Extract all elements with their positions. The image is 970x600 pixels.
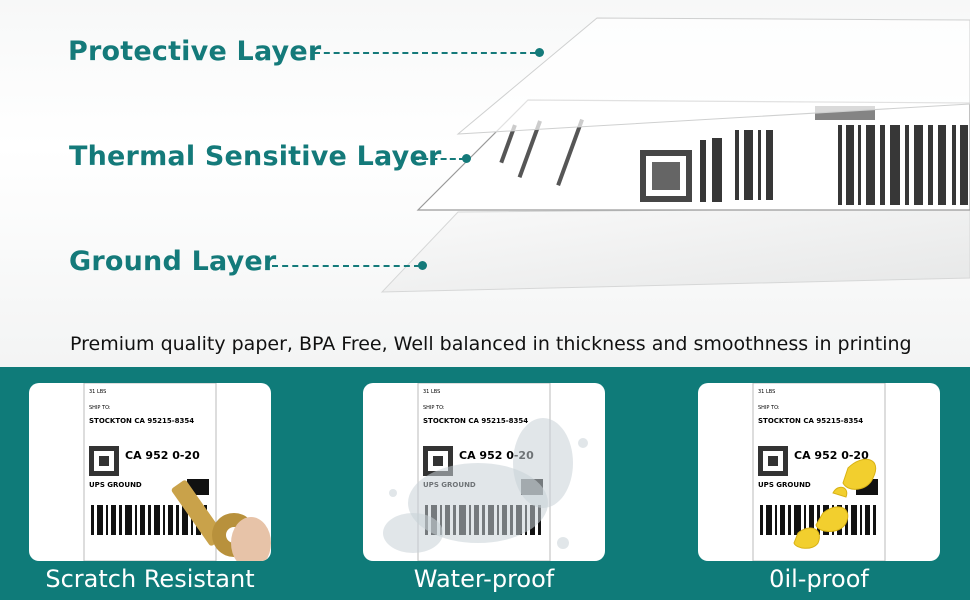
label-city: STOCKTON CA 95215-8354 bbox=[758, 417, 863, 425]
oil-drops-graphic bbox=[793, 458, 877, 549]
protective-layer-label: Protective Layer bbox=[68, 36, 322, 67]
feature-card-water: 31 LBS SHIP TO: STOCKTON CA 95215-8354 C… bbox=[363, 383, 605, 561]
label-city: STOCKTON CA 95215-8354 bbox=[423, 417, 528, 425]
thermal-layer-print bbox=[499, 106, 968, 205]
protective-layer-dot bbox=[535, 48, 544, 57]
label-service: UPS GROUND bbox=[758, 481, 811, 489]
protective-layer-leader bbox=[314, 52, 536, 54]
ground-layer-label: Ground Layer bbox=[69, 246, 277, 277]
key-graphic bbox=[171, 480, 271, 561]
ground-layer-sheet bbox=[380, 207, 970, 293]
feature-card-scratch: 31 LBS SHIP TO: STOCKTON CA 95215-8354 C… bbox=[29, 383, 271, 561]
label-service: UPS GROUND bbox=[89, 481, 142, 489]
thermal-layer-dot bbox=[462, 154, 471, 163]
tagline: Premium quality paper, BPA Free, Well ba… bbox=[70, 333, 912, 355]
label-weight: 31 LBS bbox=[758, 389, 775, 395]
label-route: CA 952 0-20 bbox=[125, 449, 200, 462]
label-ship-to: SHIP TO: bbox=[423, 405, 445, 411]
protective-layer-sheet bbox=[456, 17, 970, 135]
ground-layer-leader bbox=[272, 265, 420, 267]
water-splash-graphic bbox=[383, 418, 588, 553]
label-route: CA 952 0-20 bbox=[794, 449, 869, 462]
feature-label-oil: 0il-proof bbox=[769, 565, 869, 593]
label-city: STOCKTON CA 95215-8354 bbox=[89, 417, 194, 425]
label-sample-image: 31 LBS SHIP TO: STOCKTON CA 95215-8354 C… bbox=[383, 383, 588, 561]
feature-card-oil: 31 LBS SHIP TO: STOCKTON CA 95215-8354 C… bbox=[698, 383, 940, 561]
label-ship-to: SHIP TO: bbox=[89, 405, 111, 411]
label-weight: 31 LBS bbox=[423, 389, 440, 395]
label-sample-image: 31 LBS SHIP TO: STOCKTON CA 95215-8354 C… bbox=[752, 383, 886, 561]
feature-label-scratch: Scratch Resistant bbox=[45, 565, 255, 593]
thermal-layer-leader bbox=[413, 158, 465, 160]
label-ship-to: SHIP TO: bbox=[758, 405, 780, 411]
feature-label-water: Water-proof bbox=[413, 565, 555, 593]
label-weight: 31 LBS bbox=[89, 389, 106, 395]
ground-layer-dot bbox=[418, 261, 427, 270]
thermal-layer-label: Thermal Sensitive Layer bbox=[69, 141, 442, 172]
label-sample-image: 31 LBS SHIP TO: STOCKTON CA 95215-8354 C… bbox=[83, 383, 271, 561]
layered-label-illustration bbox=[380, 17, 970, 293]
